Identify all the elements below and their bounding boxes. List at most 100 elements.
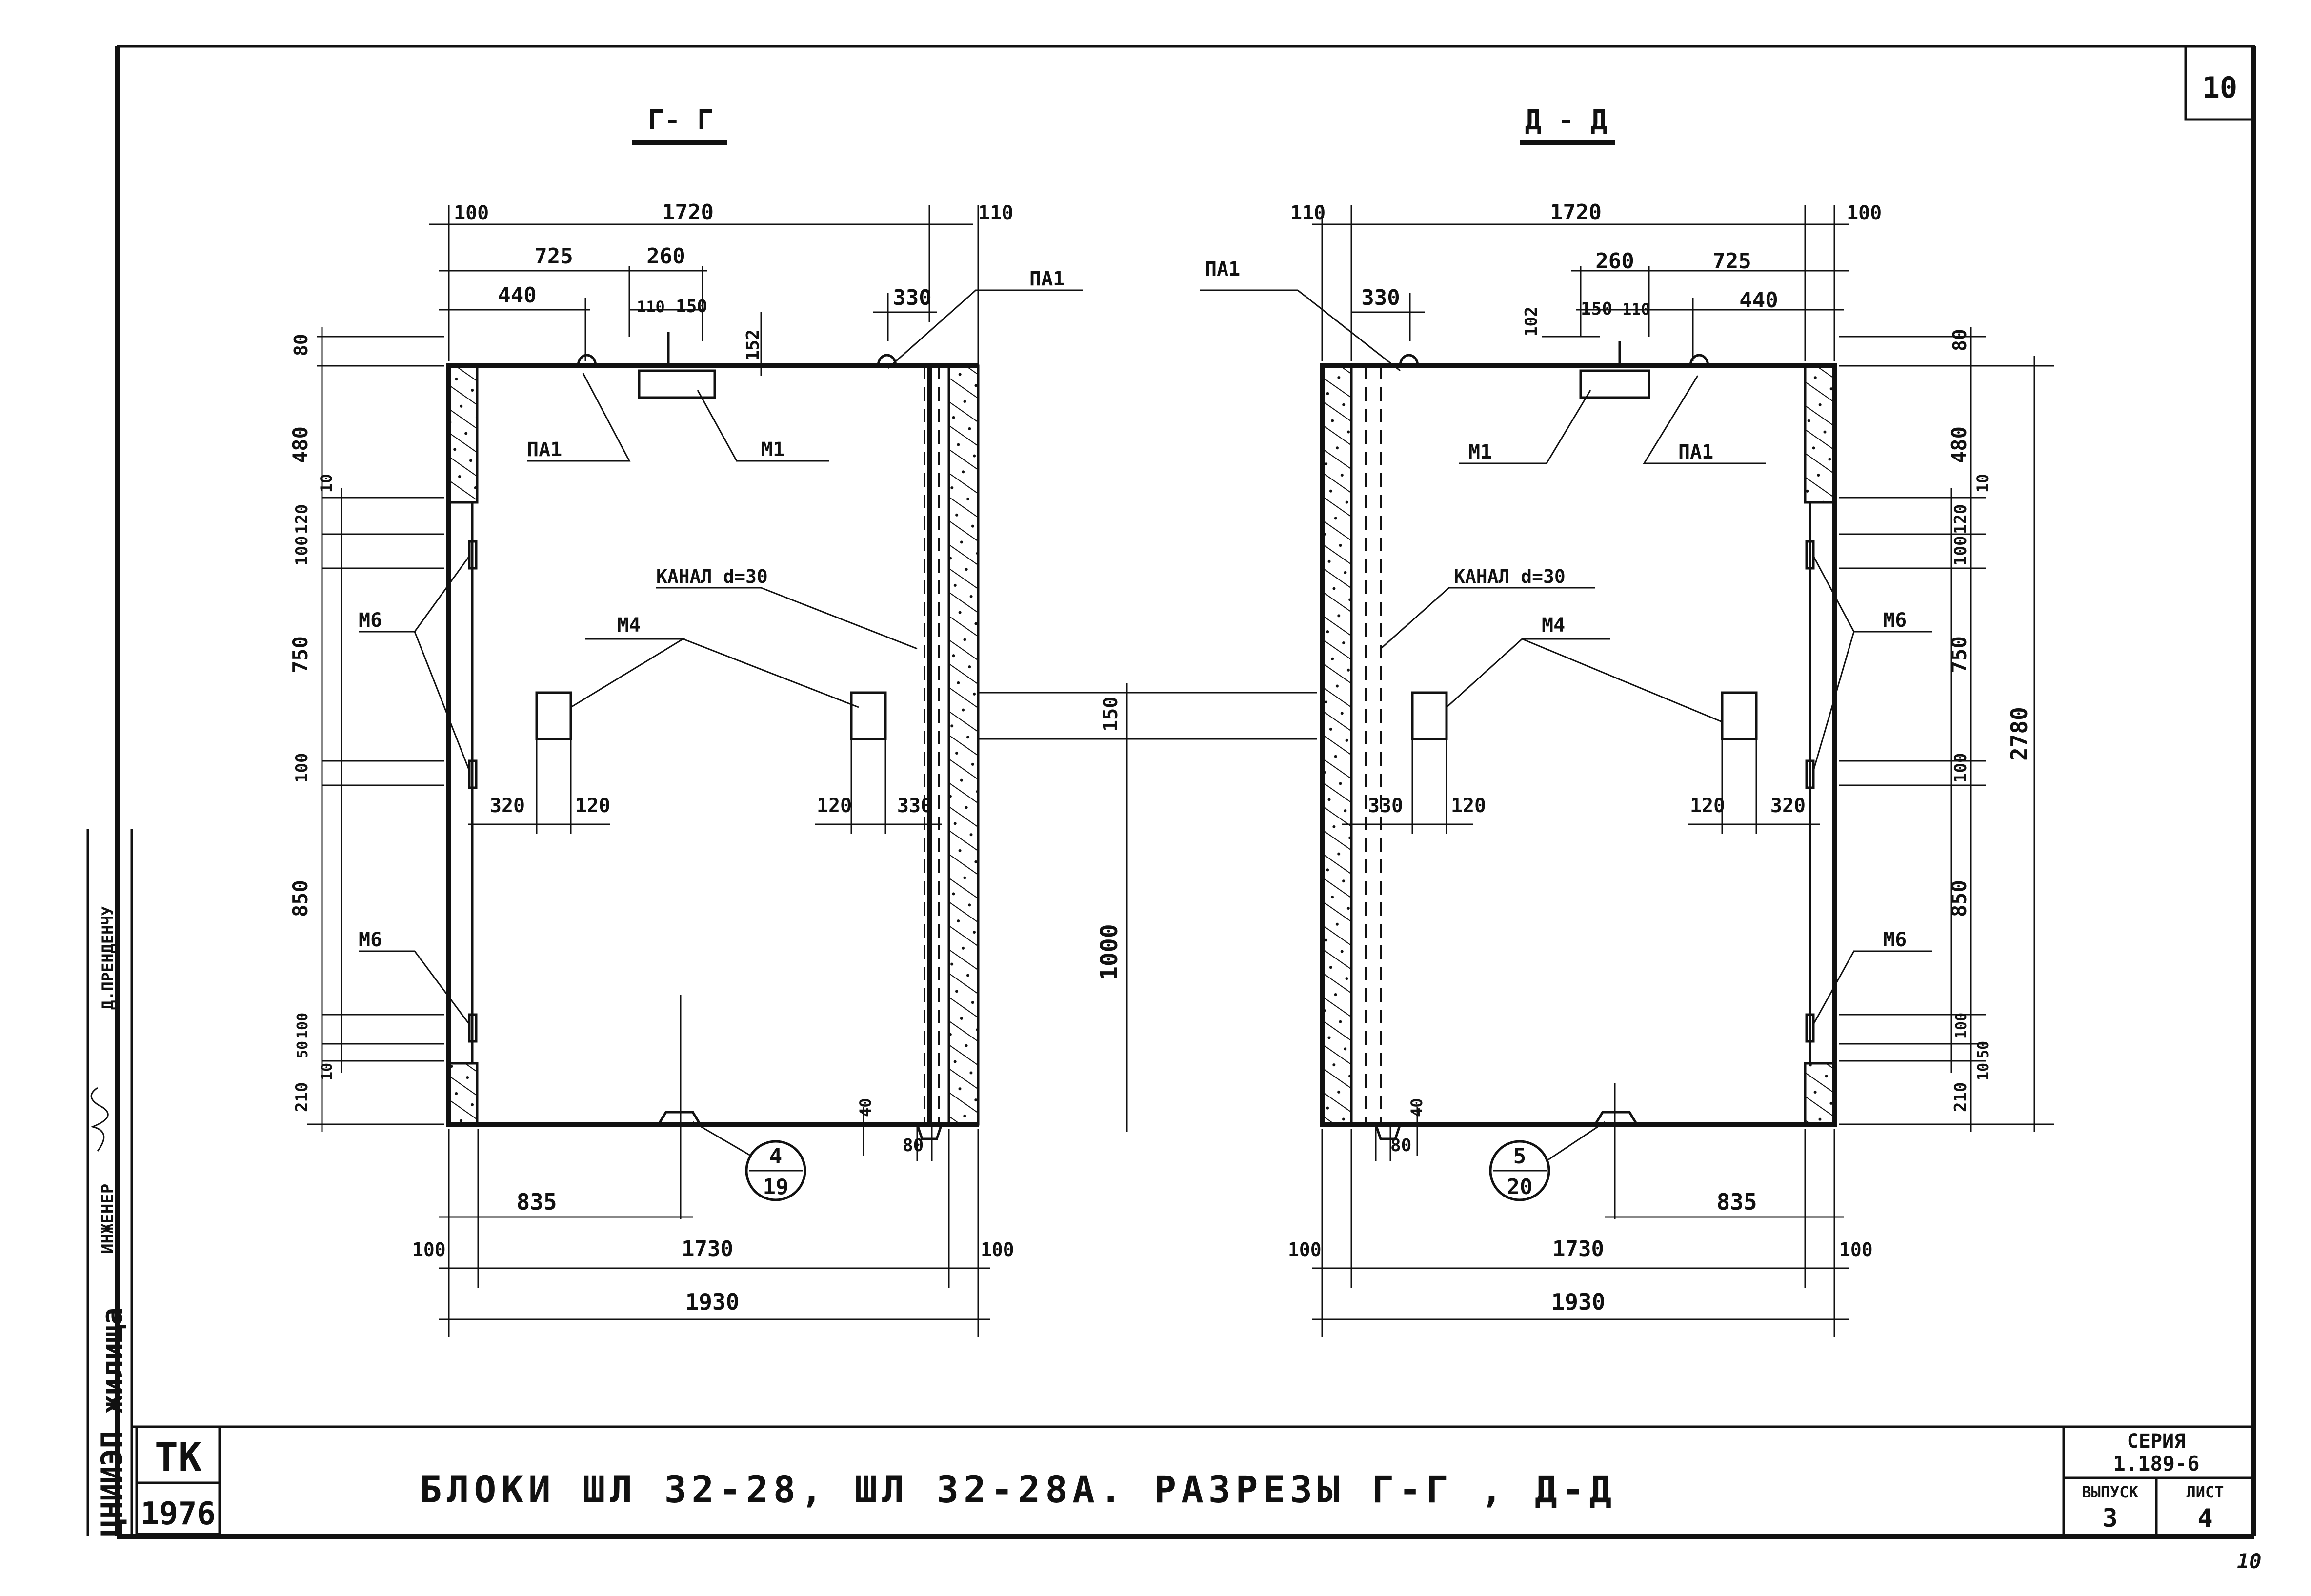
- svg-text:10: 10: [1973, 474, 1992, 493]
- svg-text:100: 100: [981, 1239, 1014, 1260]
- svg-text:102: 102: [1522, 307, 1541, 337]
- svg-text:100: 100: [454, 202, 489, 224]
- svg-text:150: 150: [1581, 299, 1612, 319]
- svg-text:850: 850: [1947, 880, 1971, 917]
- label-kanal-right: КАНАЛ d=30: [1454, 566, 1566, 587]
- dims-vert-left: [307, 327, 444, 1132]
- ref-circle-right: [1489, 1140, 1550, 1201]
- m6-right-2: [1805, 759, 1815, 789]
- dims-top-left: [429, 205, 979, 1127]
- svg-text:260: 260: [1595, 249, 1634, 274]
- sheet-label: ЛИСТ: [2186, 1483, 2224, 1501]
- svg-text:725: 725: [534, 244, 573, 269]
- svg-text:1930: 1930: [1551, 1289, 1606, 1315]
- issue-label: ВЫПУСК: [2082, 1483, 2138, 1501]
- bottom-lug-right: [1594, 1111, 1638, 1125]
- svg-text:80: 80: [290, 334, 312, 356]
- svg-text:20: 20: [1507, 1175, 1533, 1199]
- svg-text:110: 110: [978, 202, 1013, 224]
- dims-bottom-left: [439, 1107, 990, 1337]
- label-pa1-right-b: ПА1: [1678, 441, 1713, 463]
- svg-text:120: 120: [1451, 795, 1486, 817]
- label-m1-right: М1: [1468, 441, 1492, 463]
- svg-text:320: 320: [490, 795, 525, 817]
- sheet-frame: [115, 45, 2256, 1539]
- signer-label: Д.ПРЕНДЕНЧУ: [99, 906, 117, 1010]
- series-label: СЕРИЯ: [2127, 1430, 2186, 1453]
- bottom-lug-left: [657, 1111, 702, 1125]
- tk-label: ТК: [155, 1435, 201, 1480]
- pa1-loop-right-2: [1689, 354, 1709, 366]
- org-label: ЦНИИЭП жилища: [95, 1307, 129, 1536]
- svg-text:100: 100: [1953, 1013, 1970, 1039]
- m6-right-3: [1805, 1013, 1815, 1043]
- svg-text:5: 5: [1513, 1144, 1527, 1169]
- m1-plate-right: [1579, 369, 1650, 399]
- label-m6-right-1: М6: [1883, 609, 1907, 632]
- svg-text:260: 260: [646, 244, 685, 269]
- svg-text:2780: 2780: [2006, 707, 2032, 761]
- svg-text:4: 4: [769, 1144, 783, 1169]
- svg-text:725: 725: [1712, 249, 1751, 274]
- dims-top-right: [1312, 205, 1849, 361]
- svg-text:110: 110: [1622, 300, 1650, 319]
- m4-left-2: [850, 691, 887, 740]
- svg-text:10: 10: [1975, 1063, 1992, 1080]
- svg-text:100: 100: [1847, 202, 1882, 224]
- label-m6-left-1: М6: [359, 609, 382, 632]
- section-g-g: Г- Г ПА1 М1 ПА1 КАНАЛ d=30 М4: [288, 104, 1083, 1337]
- svg-text:50: 50: [294, 1041, 311, 1058]
- title-block: ТК 1976 БЛОКИ ШЛ 32-28, ШЛ 32-28А. РАЗРЕ…: [135, 1425, 2254, 1536]
- svg-text:210: 210: [292, 1082, 312, 1112]
- svg-text:1730: 1730: [682, 1237, 733, 1261]
- svg-text:750: 750: [1947, 636, 1971, 673]
- svg-text:835: 835: [516, 1189, 557, 1215]
- svg-text:80: 80: [1949, 329, 1970, 351]
- svg-text:150: 150: [676, 297, 707, 317]
- svg-text:19: 19: [763, 1175, 789, 1199]
- sheet-number-box: [2184, 45, 2255, 121]
- svg-text:750: 750: [288, 636, 312, 673]
- svg-text:440: 440: [498, 283, 536, 308]
- svg-text:10: 10: [319, 1063, 336, 1080]
- svg-text:100: 100: [1839, 1239, 1873, 1260]
- svg-text:100: 100: [1288, 1239, 1322, 1260]
- m6-left-3: [468, 1013, 478, 1043]
- label-m6-right-2: М6: [1883, 929, 1907, 951]
- drawing-title: БЛОКИ ШЛ 32-28, ШЛ 32-28А. РАЗРЕЗЫ Г-Г ,…: [420, 1468, 1616, 1511]
- svg-text:1720: 1720: [662, 200, 714, 225]
- svg-text:40: 40: [856, 1098, 875, 1117]
- svg-text:120: 120: [817, 795, 852, 817]
- svg-text:1930: 1930: [685, 1289, 740, 1315]
- svg-text:100: 100: [1951, 753, 1970, 783]
- label-pa1-left-a: ПА1: [527, 439, 562, 461]
- pa1-loop-left-1: [577, 354, 597, 366]
- svg-text:1720: 1720: [1550, 200, 1602, 225]
- svg-text:150: 150: [1100, 697, 1122, 732]
- label-pa1-right-a: ПА1: [1205, 258, 1240, 280]
- ref-circle-left: [745, 1140, 806, 1201]
- svg-text:100: 100: [294, 1013, 311, 1039]
- svg-text:480: 480: [288, 426, 312, 463]
- svg-text:480: 480: [1947, 426, 1971, 463]
- year-label: 1976: [141, 1496, 216, 1532]
- svg-text:1730: 1730: [1552, 1237, 1604, 1261]
- label-m4-right: М4: [1542, 614, 1565, 637]
- svg-text:40: 40: [1407, 1098, 1426, 1117]
- svg-text:100: 100: [1951, 536, 1970, 566]
- svg-text:50: 50: [1975, 1041, 1992, 1058]
- side-stamp: ЦНИИЭП жилища ИНЖЕНЕР Д.ПРЕНДЕНЧУ: [86, 829, 133, 1536]
- dims-middle: [978, 683, 1317, 1132]
- svg-text:100: 100: [292, 753, 312, 783]
- section-title-left: Г- Г: [648, 104, 714, 136]
- m6-left-1: [468, 540, 478, 570]
- svg-text:120: 120: [575, 795, 610, 817]
- block-outline-left: [446, 363, 932, 1127]
- svg-text:110: 110: [637, 298, 665, 316]
- svg-text:440: 440: [1739, 288, 1778, 313]
- svg-text:210: 210: [1951, 1082, 1970, 1112]
- sheet-number: 10: [2202, 71, 2237, 105]
- label-pa1-left-b: ПА1: [1029, 268, 1065, 290]
- svg-text:100: 100: [412, 1239, 446, 1260]
- m4-right-1: [1411, 691, 1448, 740]
